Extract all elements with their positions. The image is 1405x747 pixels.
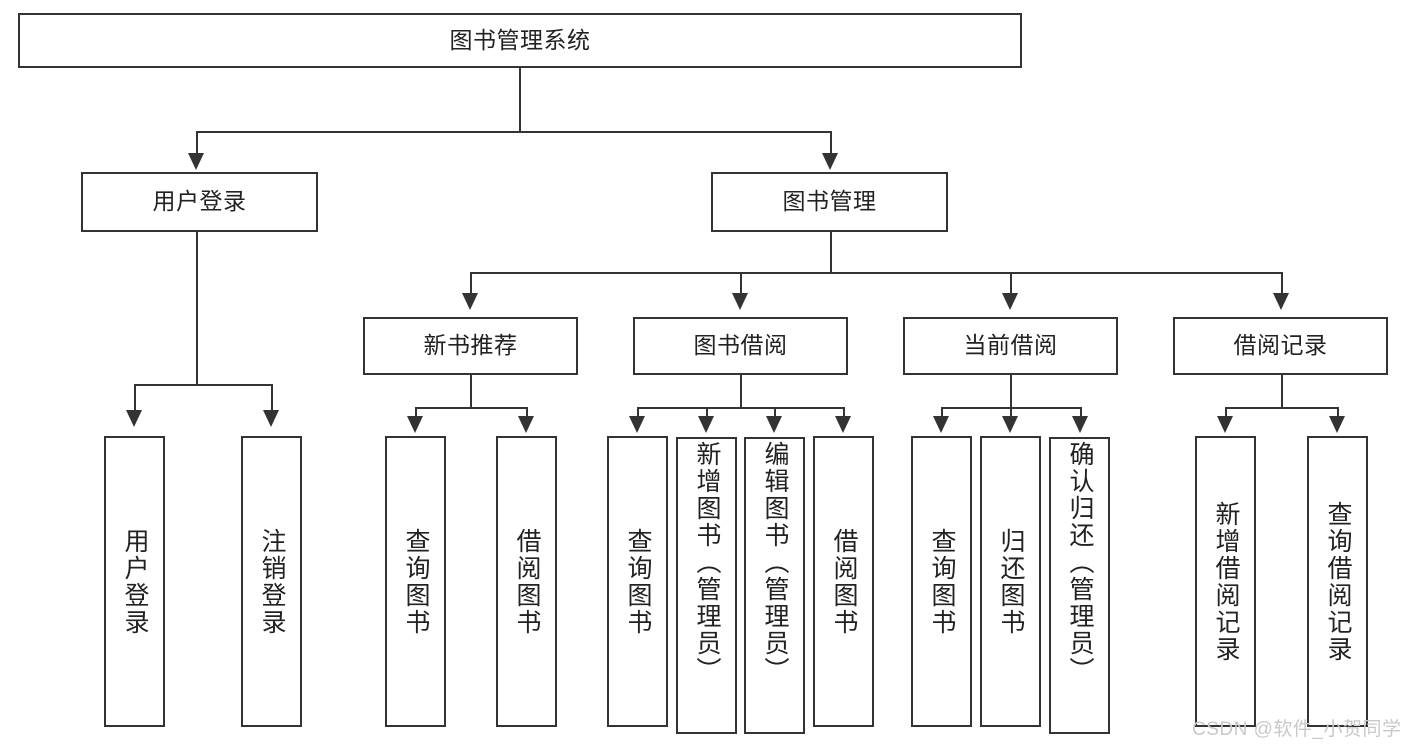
connector-bb-leaf2 <box>706 407 708 418</box>
leaf-bb-borrow-book[interactable]: 借阅图书 <box>813 436 874 727</box>
leaf-br-query-record[interactable]: 查询借阅记录 <box>1307 436 1368 727</box>
node-book-borrow[interactable]: 图书借阅 <box>633 317 848 375</box>
arrow-nb-leaf1 <box>407 416 423 433</box>
connector-to-new-book <box>470 272 472 295</box>
connector-nb-leaf2 <box>526 407 528 418</box>
connector-book-borrow-stem <box>740 375 742 407</box>
connector-bb-leaf4 <box>843 407 845 418</box>
leaf-cb-confirm-return-admin[interactable]: 确认归还（管理员） <box>1049 437 1110 734</box>
leaf-nb-borrow-book[interactable]: 借阅图书 <box>496 436 557 727</box>
csdn-watermark: CSDN @软件_小贺同学 <box>1192 719 1402 740</box>
arrow-to-borrow-record <box>1273 293 1289 310</box>
arrow-bb-leaf4 <box>835 416 851 433</box>
arrow-bb-leaf3 <box>766 416 782 433</box>
connector-cb-leaf1 <box>941 407 943 418</box>
node-label: 图书借阅 <box>693 332 788 359</box>
node-label: 查询借阅记录 <box>1324 500 1352 663</box>
node-label: 图书管理系统 <box>449 26 591 53</box>
leaf-cb-query-book[interactable]: 查询图书 <box>911 436 972 727</box>
connector-cb-leaf2 <box>1010 407 1012 418</box>
connector-to-book-borrow <box>740 272 742 295</box>
connector-new-book-stem <box>470 375 472 407</box>
node-root-system[interactable]: 图书管理系统 <box>18 13 1022 68</box>
node-label: 查询图书 <box>624 527 652 636</box>
node-label: 用户登录 <box>121 527 149 636</box>
node-label: 归还图书 <box>997 527 1025 636</box>
node-label: 图书管理 <box>782 188 877 215</box>
leaf-cb-return-book[interactable]: 归还图书 <box>980 436 1041 727</box>
connector-bb-leaf1 <box>637 407 639 418</box>
node-label: 新增图书（管理员） <box>693 441 721 684</box>
connector-book-borrow-bus <box>637 407 843 409</box>
connector-root-to-book-manage <box>830 131 832 155</box>
node-label: 新增借阅记录 <box>1212 500 1240 663</box>
node-label: 注销登录 <box>258 527 286 636</box>
node-borrow-record[interactable]: 借阅记录 <box>1173 317 1388 375</box>
connector-root-bus <box>196 131 830 133</box>
node-book-management[interactable]: 图书管理 <box>711 172 948 232</box>
connector-cb-leaf3 <box>1080 407 1082 418</box>
leaf-bb-add-book-admin[interactable]: 新增图书（管理员） <box>676 437 737 734</box>
connector-borrow-record-bus <box>1225 407 1337 409</box>
arrow-cb-leaf2 <box>1002 416 1018 433</box>
arrow-to-book-borrow <box>732 293 748 310</box>
arrow-root-to-book-manage <box>822 153 838 170</box>
arrow-root-to-user-login <box>188 153 204 170</box>
arrow-cb-leaf1 <box>933 416 949 433</box>
node-user-login[interactable]: 用户登录 <box>81 172 318 232</box>
connector-level3-bus <box>470 272 1281 274</box>
arrow-br-leaf1 <box>1217 416 1233 433</box>
arrow-to-leaf-logout <box>263 410 279 427</box>
node-label: 编辑图书（管理员） <box>761 441 789 684</box>
arrow-to-new-book <box>462 293 478 310</box>
node-label: 确认归还（管理员） <box>1066 441 1094 684</box>
arrow-bb-leaf1 <box>629 416 645 433</box>
arrow-br-leaf2 <box>1329 416 1345 433</box>
node-current-borrow[interactable]: 当前借阅 <box>903 317 1118 375</box>
connector-root-stem <box>519 68 521 131</box>
connector-br-leaf1 <box>1225 407 1227 418</box>
arrow-bb-leaf2 <box>698 416 714 433</box>
connector-user-login-stem <box>196 232 198 384</box>
arrow-to-current-borrow <box>1002 293 1018 310</box>
connector-new-book-bus <box>415 407 526 409</box>
node-label: 借阅记录 <box>1233 332 1328 359</box>
node-label: 当前借阅 <box>963 332 1058 359</box>
connector-bb-leaf3 <box>774 407 776 418</box>
leaf-logout[interactable]: 注销登录 <box>241 436 302 727</box>
node-label: 借阅图书 <box>513 527 541 636</box>
node-label: 用户登录 <box>152 188 247 215</box>
node-label: 借阅图书 <box>830 527 858 636</box>
node-label: 新书推荐 <box>423 332 518 359</box>
leaf-nb-query-book[interactable]: 查询图书 <box>385 436 446 727</box>
leaf-bb-query-book[interactable]: 查询图书 <box>607 436 668 727</box>
node-new-book-recommend[interactable]: 新书推荐 <box>363 317 578 375</box>
connector-book-manage-stem <box>830 232 832 272</box>
connector-user-login-bus <box>134 384 271 386</box>
connector-to-leaf-logout <box>271 384 273 412</box>
node-label: 查询图书 <box>402 527 430 636</box>
connector-to-borrow-record <box>1281 272 1283 295</box>
connector-br-leaf2 <box>1337 407 1339 418</box>
arrow-to-leaf-user-login <box>126 410 142 427</box>
arrow-nb-leaf2 <box>518 416 534 433</box>
connector-nb-leaf1 <box>415 407 417 418</box>
connector-root-to-user-login <box>196 131 198 155</box>
leaf-bb-edit-book-admin[interactable]: 编辑图书（管理员） <box>744 437 805 734</box>
arrow-cb-leaf3 <box>1072 416 1088 433</box>
connector-to-current-borrow <box>1010 272 1012 295</box>
node-label: 查询图书 <box>928 527 956 636</box>
connector-to-leaf-user-login <box>134 384 136 412</box>
leaf-br-add-record[interactable]: 新增借阅记录 <box>1195 436 1256 727</box>
leaf-user-login[interactable]: 用户登录 <box>104 436 165 727</box>
connector-borrow-record-stem <box>1281 375 1283 407</box>
connector-current-borrow-stem <box>1010 375 1012 407</box>
